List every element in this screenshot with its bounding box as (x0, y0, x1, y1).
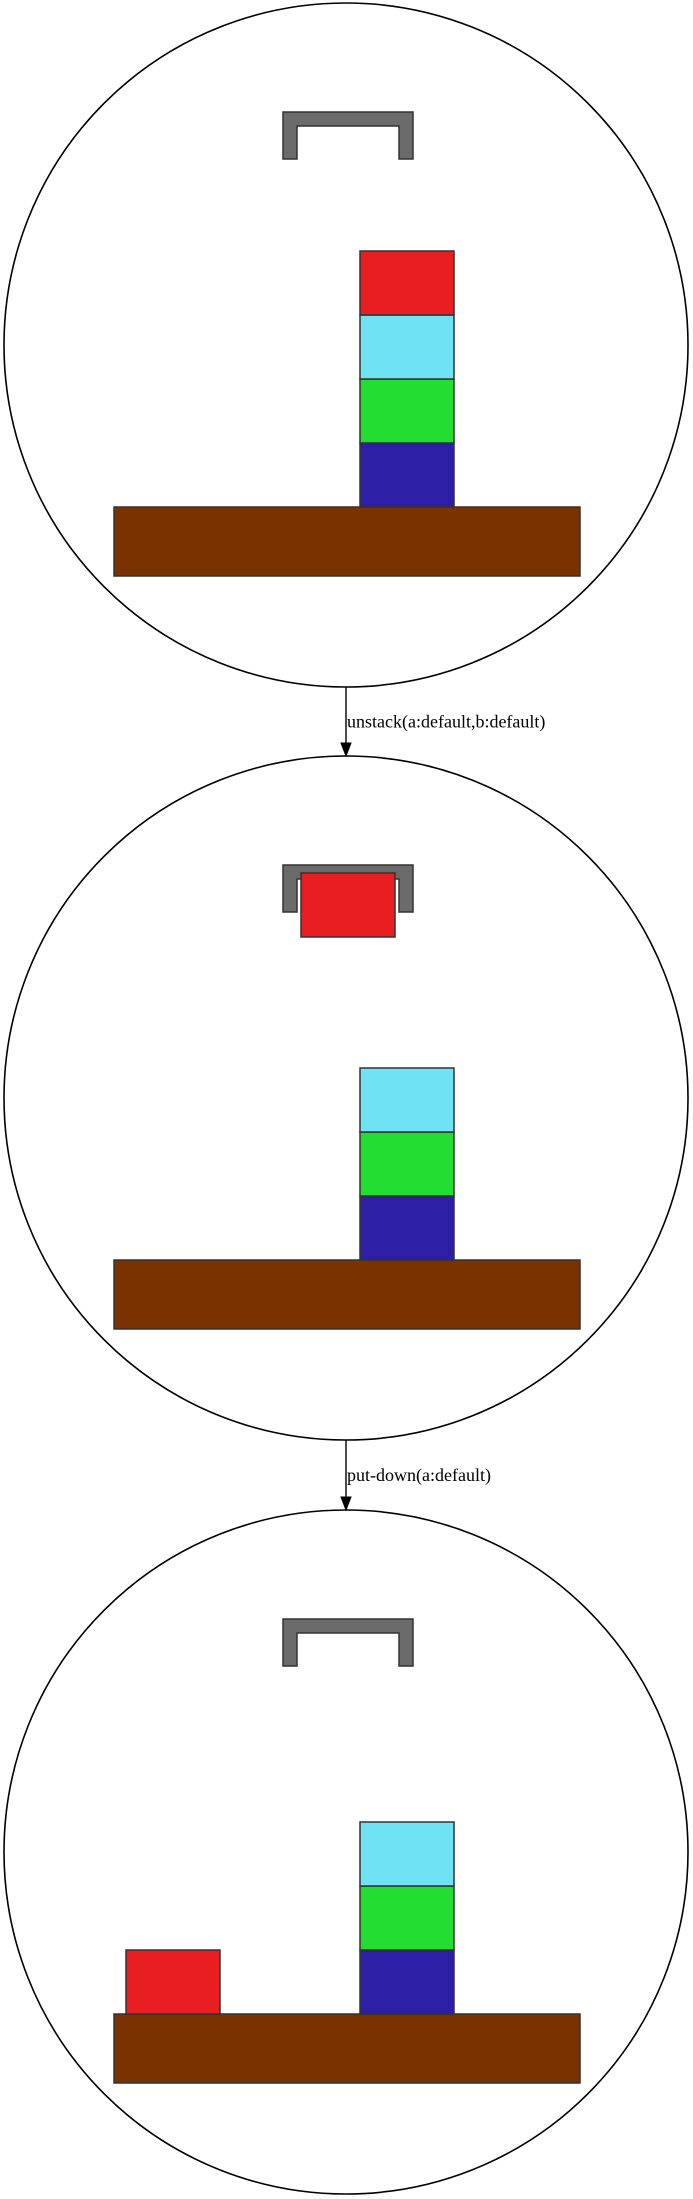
transition-edge: unstack(a:default,b:default) (340, 687, 545, 758)
block-c (359, 1885, 455, 1951)
block-a (125, 1949, 221, 2015)
state-1 (3, 2, 689, 688)
block-d (359, 1949, 455, 2015)
state-circle (3, 755, 689, 1441)
arrowhead-icon (340, 1496, 352, 1512)
state-circle (3, 2, 689, 688)
state-circle (3, 1509, 689, 2195)
arrowhead-icon (340, 742, 352, 758)
block-a (300, 872, 396, 938)
table-surface (113, 506, 581, 577)
block-b (359, 1067, 455, 1133)
table-surface (113, 1259, 581, 1330)
block-b (359, 1821, 455, 1887)
transition-label: unstack(a:default,b:default) (347, 712, 545, 733)
state-2 (3, 755, 689, 1441)
block-d (359, 1195, 455, 1261)
gripper-icon (282, 1618, 414, 1667)
gripper-icon (282, 111, 414, 160)
transition-edge: put-down(a:default) (340, 1440, 491, 1512)
block-c (359, 1131, 455, 1197)
transition-label: put-down(a:default) (347, 1465, 491, 1486)
block-d (359, 442, 455, 508)
block-b (359, 314, 455, 380)
block-a (359, 250, 455, 316)
block-c (359, 378, 455, 444)
state-3 (3, 1509, 689, 2195)
table-surface (113, 2013, 581, 2084)
